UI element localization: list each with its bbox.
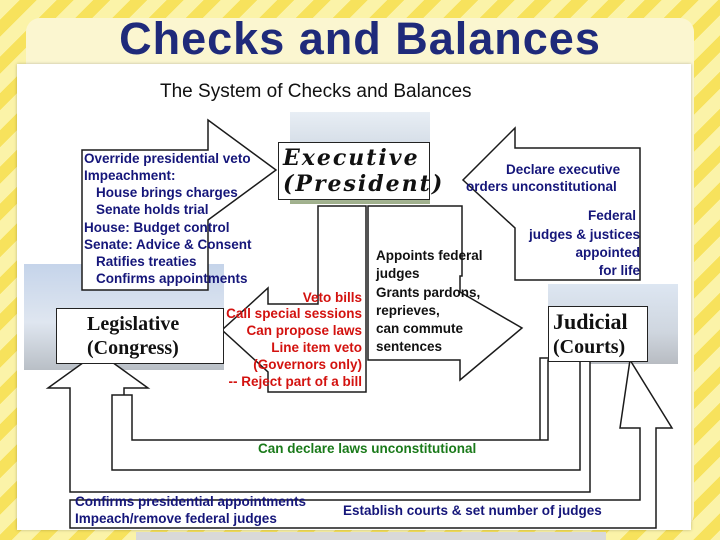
- judicial-sublabel: (Courts): [553, 336, 626, 358]
- legislative-check-on-judicial: Establish courts & set number of judges: [343, 503, 602, 518]
- check-item: Declare executive: [506, 162, 621, 177]
- check-item: Confirms appointments: [96, 271, 248, 286]
- executive-branch-box: Executive (President): [278, 142, 445, 200]
- check-item: House brings charges: [96, 185, 238, 200]
- legislative-label: Legislative: [87, 313, 180, 335]
- check-item: can commute: [376, 321, 464, 336]
- check-item: House: Budget control: [84, 220, 230, 235]
- note-line: appointed: [575, 245, 641, 260]
- executive-sublabel: (President): [283, 171, 445, 197]
- arrow-legislative-to-executive: [81, 118, 278, 291]
- check-item: Line item veto: [271, 340, 362, 355]
- check-item: Appoints federal: [376, 248, 483, 263]
- arrow-legislative-to-judicial: [69, 357, 674, 529]
- check-item: (Governors only): [253, 357, 362, 372]
- arrow-executive-to-legislative: [220, 205, 367, 393]
- check-item: Can propose laws: [246, 323, 362, 338]
- check-item: Override presidential veto: [84, 151, 251, 166]
- check-item: Senate holds trial: [96, 202, 209, 217]
- note-line: judges & justices: [528, 227, 640, 242]
- check-item: Impeachment:: [84, 168, 176, 183]
- judicial-branch-box: Judicial (Courts): [548, 306, 648, 362]
- legislative-branch-box: Legislative (Congress): [56, 308, 224, 364]
- slide-title: Checks and Balances: [119, 13, 601, 64]
- legislative-sublabel: (Congress): [87, 337, 179, 359]
- judicial-check-on-legislative: Can declare laws unconstitutional: [258, 441, 477, 456]
- check-item: Senate: Advice & Consent: [84, 237, 252, 252]
- check-item: sentences: [376, 339, 443, 354]
- arrow-judicial-to-legislative-inner: [111, 359, 581, 471]
- check-item: -- Reject part of a bill: [228, 374, 362, 389]
- slide-footer-strip: [136, 532, 606, 540]
- check-item: Grants pardons,: [376, 285, 481, 300]
- check-item: Veto bills: [302, 290, 362, 305]
- check-item: Confirms presidential appointments: [75, 494, 307, 509]
- check-item: judges: [376, 266, 420, 281]
- arrow-judicial-to-executive: [461, 126, 641, 281]
- diagram-title: The System of Checks and Balances: [160, 81, 472, 102]
- check-item: Impeach/remove federal judges: [75, 511, 277, 526]
- check-item: Ratifies treaties: [96, 254, 197, 269]
- judicial-label: Judicial: [553, 309, 628, 334]
- check-item: Call special sessions: [226, 306, 362, 321]
- check-item: reprieves,: [376, 303, 440, 318]
- note-line: Federal: [587, 208, 636, 223]
- note-line: for life: [598, 263, 640, 278]
- check-item: orders unconstitutional: [466, 179, 617, 194]
- executive-label: Executive: [283, 145, 420, 171]
- arrow-executive-to-judicial: [367, 205, 524, 382]
